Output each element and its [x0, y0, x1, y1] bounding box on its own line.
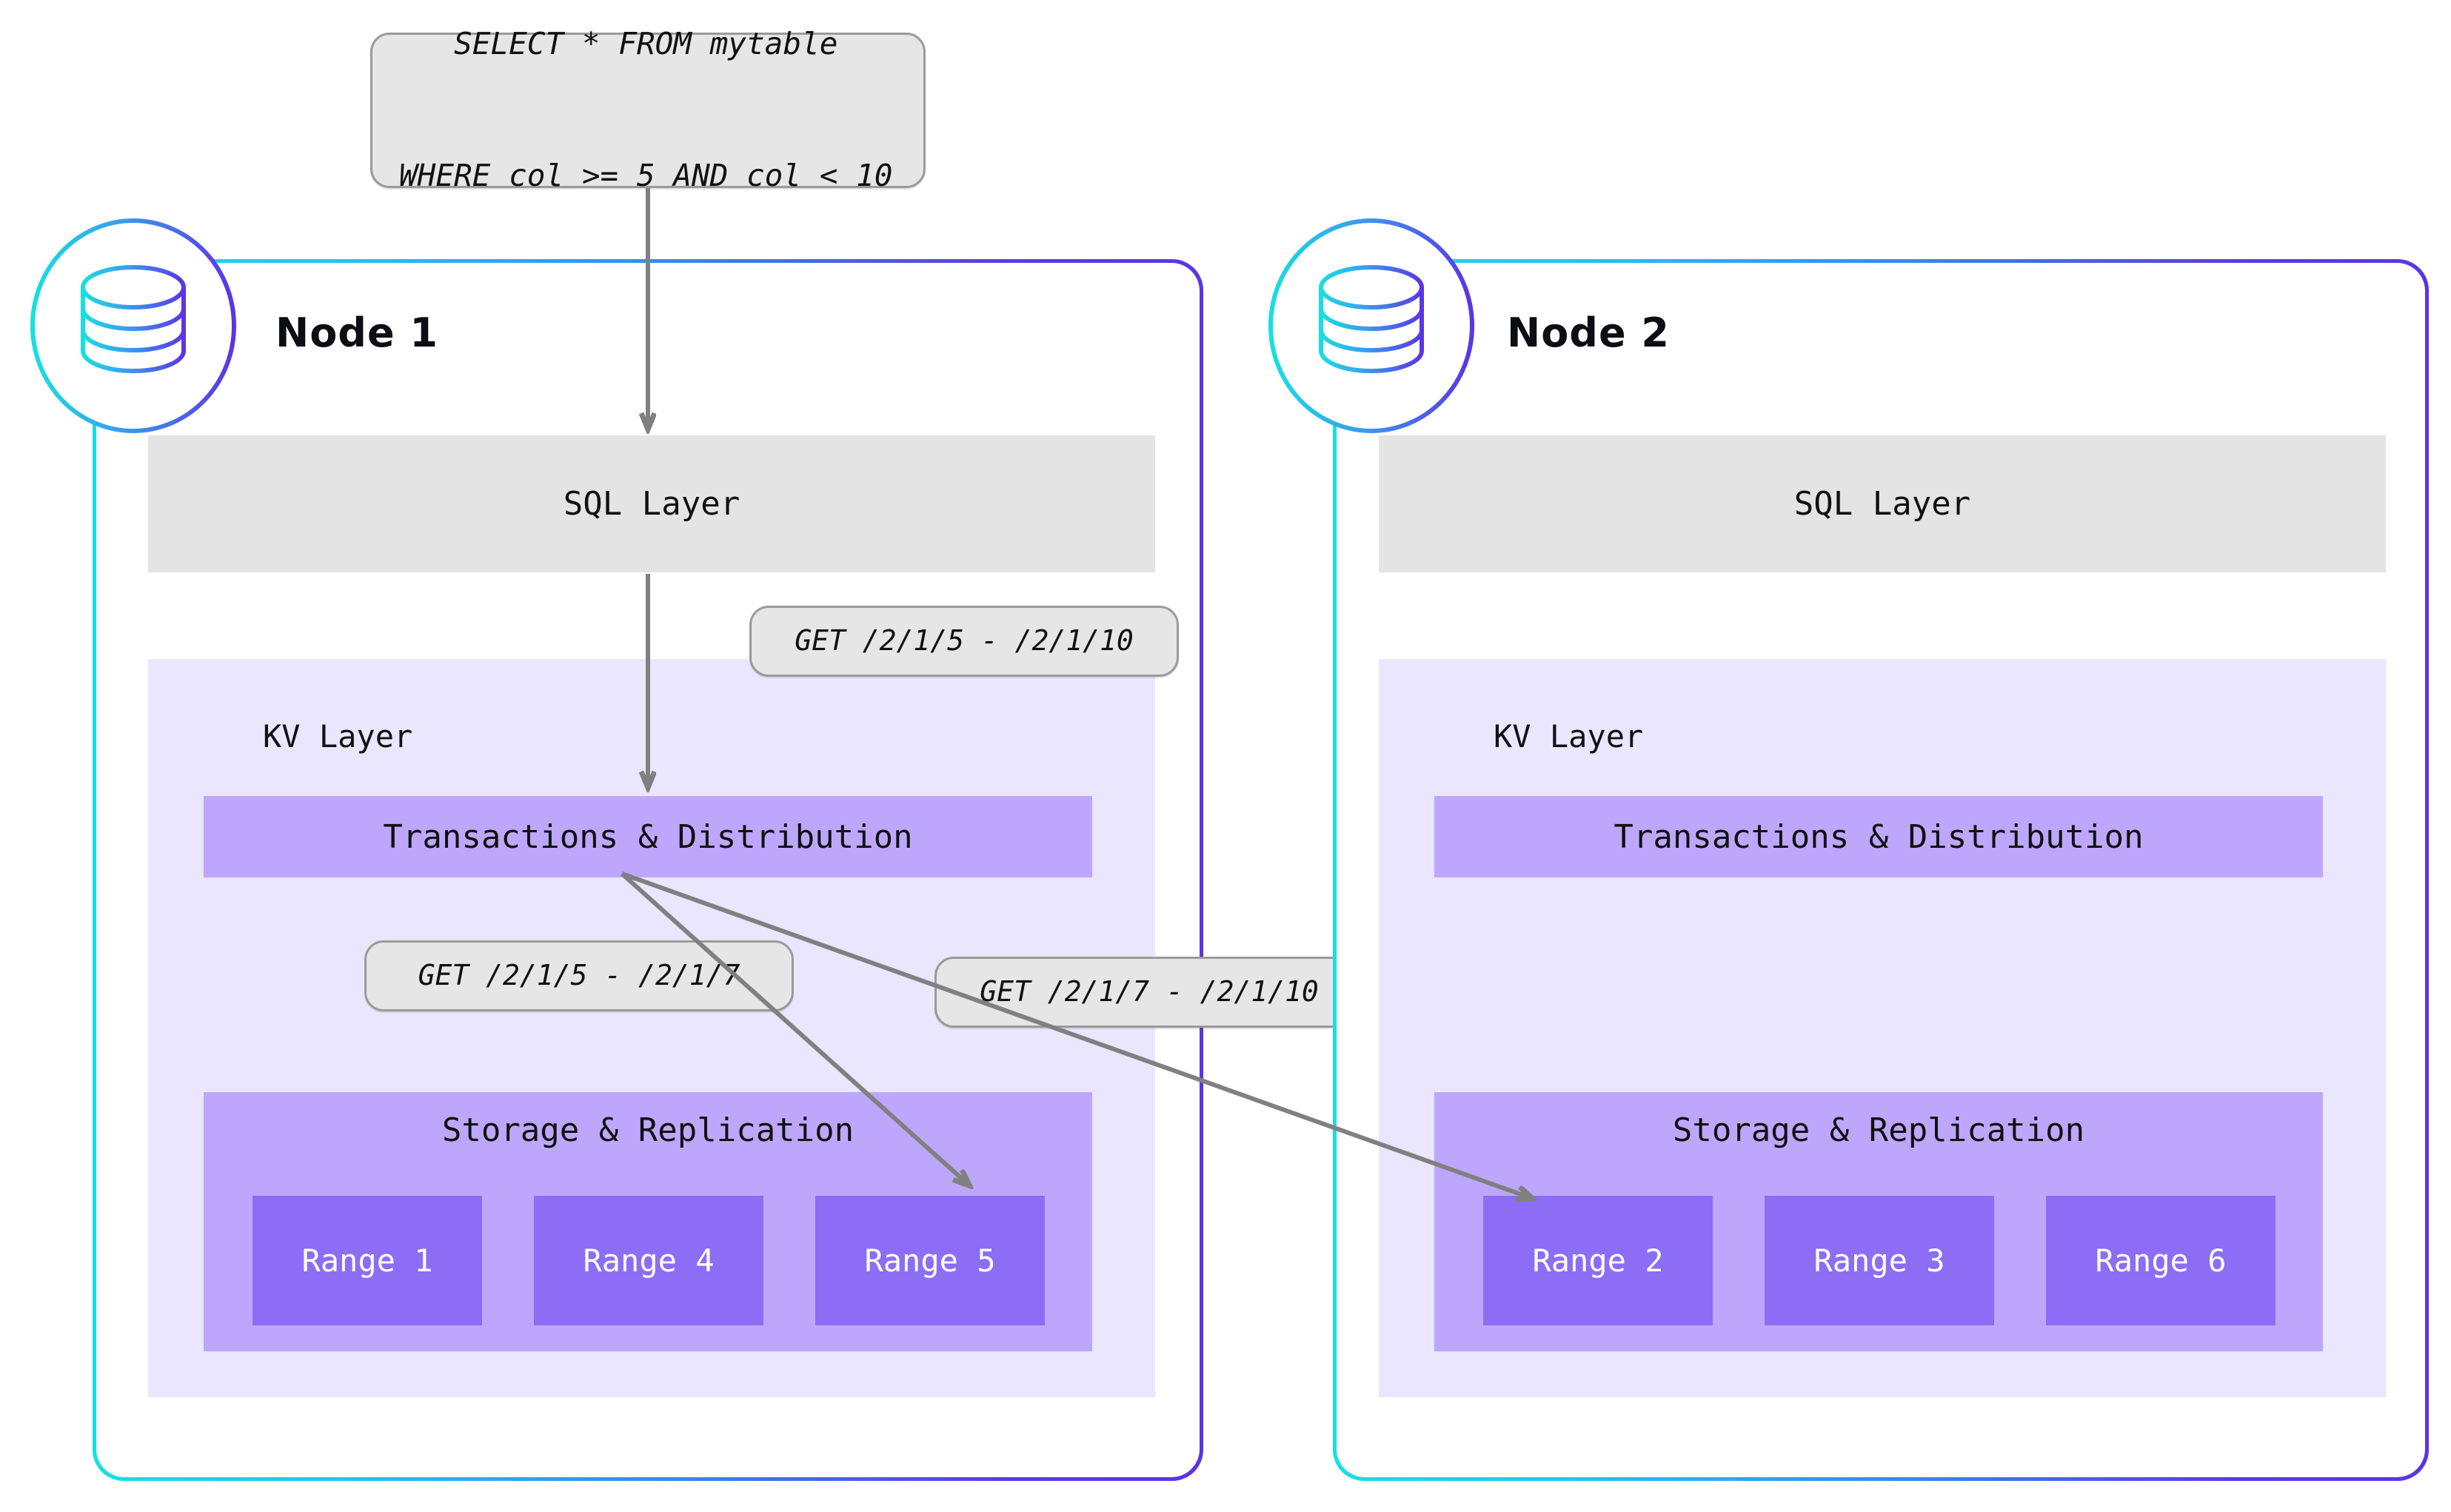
- node-2-title: Node 2: [1507, 310, 1670, 356]
- node-2-transactions-box: Transactions & Distribution: [1434, 796, 2323, 877]
- kv-request-callout-text: GET /2/1/5 - /2/1/10: [795, 624, 1134, 658]
- range-local-callout: GET /2/1/5 - /2/1/7: [364, 940, 794, 1011]
- range-remote-callout: GET /2/1/7 - /2/1/10: [934, 957, 1364, 1028]
- node-2-range-3[interactable]: Range 3: [1765, 1196, 1994, 1325]
- node-1-title: Node 1: [275, 310, 438, 356]
- sql-query-line-1: SELECT * FROM mytable: [454, 26, 838, 62]
- node-2-storage-box: Storage & Replication Range 2 Range 3 Ra…: [1434, 1092, 2323, 1351]
- sql-query-callout: SELECT * FROM mytable WHERE col >= 5 AND…: [370, 26, 926, 193]
- node-1-range-1[interactable]: Range 1: [253, 1196, 482, 1325]
- kv-request-callout-node-1: GET /2/1/5 - /2/1/10: [749, 606, 1179, 677]
- node-1-transactions-box: Transactions & Distribution: [204, 796, 1092, 877]
- node-1-range-5[interactable]: Range 5: [815, 1196, 1045, 1325]
- range-remote-callout-text: GET /2/1/7 - /2/1/10: [980, 975, 1319, 1008]
- node-1-storage-label: Storage & Replication: [441, 1111, 855, 1149]
- node-2-range-6[interactable]: Range 6: [2046, 1196, 2276, 1325]
- node-2-kv-layer: KV Layer Transactions & Distribution Sto…: [1379, 659, 2386, 1397]
- node-1-sql-layer: SQL Layer: [148, 435, 1155, 572]
- node-1-storage-box: Storage & Replication Range 1 Range 4 Ra…: [204, 1092, 1092, 1351]
- node-1-kv-layer-label: KV Layer: [263, 718, 413, 755]
- node-2-range-2[interactable]: Range 2: [1483, 1196, 1713, 1325]
- node-2-sql-layer-label: SQL Layer: [1793, 485, 1971, 523]
- node-2-kv-layer-label: KV Layer: [1494, 718, 1644, 755]
- node-1-kv-layer: KV Layer Transactions & Distribution Sto…: [148, 659, 1155, 1397]
- sql-query-line-2: WHERE col >= 5 AND col < 10: [399, 158, 893, 194]
- range-local-callout-text: GET /2/1/5 - /2/1/7: [418, 959, 740, 992]
- database-icon: [1260, 215, 1482, 437]
- node-1-sql-layer-label: SQL Layer: [563, 485, 740, 523]
- node-1-transactions-label: Transactions & Distribution: [383, 817, 913, 856]
- node-2-transactions-label: Transactions & Distribution: [1614, 817, 2144, 856]
- node-2-storage-label: Storage & Replication: [1672, 1111, 2085, 1149]
- node-1-range-4[interactable]: Range 4: [534, 1196, 763, 1325]
- database-icon: [22, 215, 244, 437]
- node-2-sql-layer: SQL Layer: [1379, 435, 2386, 572]
